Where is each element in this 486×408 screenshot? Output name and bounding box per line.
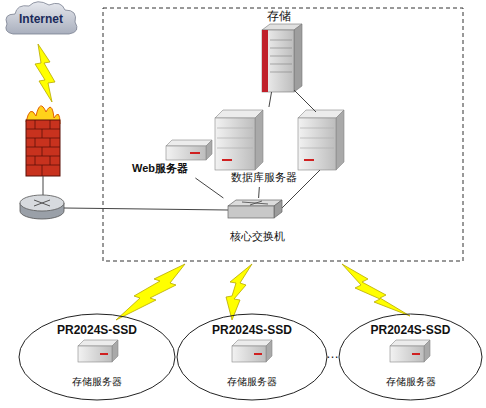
firewall-symbol [26, 106, 60, 176]
device-node: 存储 [252, 6, 306, 92]
storage-server-symbol [232, 340, 272, 362]
node-label: PR2024S-SSD [18, 324, 176, 338]
storage-array-symbol [262, 24, 302, 92]
storage-slots [270, 40, 292, 72]
node-sublabel: 存储服务器 [18, 376, 176, 388]
device-node: 数据库服务器 [212, 107, 312, 187]
storage-server-ellipse: PR2024S-SSD 存储服务器 [338, 313, 483, 401]
storage-server-symbol [78, 340, 118, 362]
server-led [190, 152, 200, 154]
node-label: 核心交换机 [220, 230, 294, 243]
storage-side [294, 24, 302, 92]
link-wire [294, 90, 316, 112]
firewall-wall [26, 120, 60, 176]
server-led [222, 159, 232, 161]
switch-symbol [228, 200, 282, 218]
storage-front [262, 30, 294, 92]
device-node: 核心交换机 [220, 198, 294, 246]
web-server-symbol [166, 140, 212, 160]
server-bays [217, 128, 253, 148]
wireless-bolt [35, 44, 55, 102]
wireless-bolt [226, 264, 252, 320]
node-label: PR2024S-SSD [338, 324, 483, 338]
server-led [100, 353, 108, 355]
server-side [266, 340, 272, 362]
node-label: Web服务器 [118, 162, 202, 175]
internet-cloud: Internet [3, 0, 79, 40]
ellipsis-label: … [326, 346, 339, 361]
wireless-bolt [116, 264, 185, 320]
switch-top [228, 200, 282, 206]
server-side [206, 140, 212, 160]
storage-server-ellipse: PR2024S-SSD 存储服务器 [176, 313, 328, 401]
router-symbol [20, 195, 64, 219]
server-led [412, 353, 420, 355]
database-server-symbol [215, 110, 263, 170]
server-side [112, 340, 118, 362]
switch-side [274, 200, 282, 218]
server-top [390, 340, 430, 346]
server-top [166, 140, 212, 146]
server-front [215, 118, 255, 170]
router-arrows [34, 200, 50, 206]
network-link [269, 92, 272, 107]
server-front [166, 146, 206, 160]
link-wire [43, 176, 44, 196]
dashed-boundary [103, 8, 463, 261]
server-front [232, 346, 266, 362]
server-side [255, 110, 263, 170]
node-label: PR2024S-SSD [176, 324, 328, 338]
storage-server-ellipse: PR2024S-SSD 存储服务器 [18, 313, 176, 401]
server-led [254, 353, 262, 355]
wireless-bolt [342, 264, 410, 316]
device-node: Web服务器 [118, 136, 214, 178]
node-label: 数据库服务器 [216, 171, 312, 184]
server-top [232, 340, 272, 346]
server-led [304, 159, 314, 161]
node-label: Internet [3, 13, 79, 27]
storage-stripe [262, 30, 268, 92]
ellipse-shape [177, 314, 327, 400]
server-bays [300, 128, 334, 148]
node-sublabel: 存储服务器 [176, 376, 328, 388]
switch-arrows [242, 201, 268, 205]
server-front [390, 346, 424, 362]
server-front [298, 118, 336, 170]
database-server-symbol [298, 110, 344, 170]
ellipse-shape [339, 314, 482, 400]
switch-front [228, 206, 274, 218]
server-top [78, 340, 118, 346]
server-side [424, 340, 430, 362]
ellipse-shape [19, 314, 175, 400]
server-front [78, 346, 112, 362]
node-sublabel: 存储服务器 [338, 376, 483, 388]
firewall-bricks [26, 120, 60, 176]
server-side [336, 110, 344, 170]
node-label: 存储 [252, 10, 306, 24]
network-link [258, 187, 260, 198]
storage-server-symbol [390, 340, 430, 362]
network-link [195, 178, 223, 198]
router-top [20, 195, 64, 211]
link-wire [64, 208, 228, 210]
